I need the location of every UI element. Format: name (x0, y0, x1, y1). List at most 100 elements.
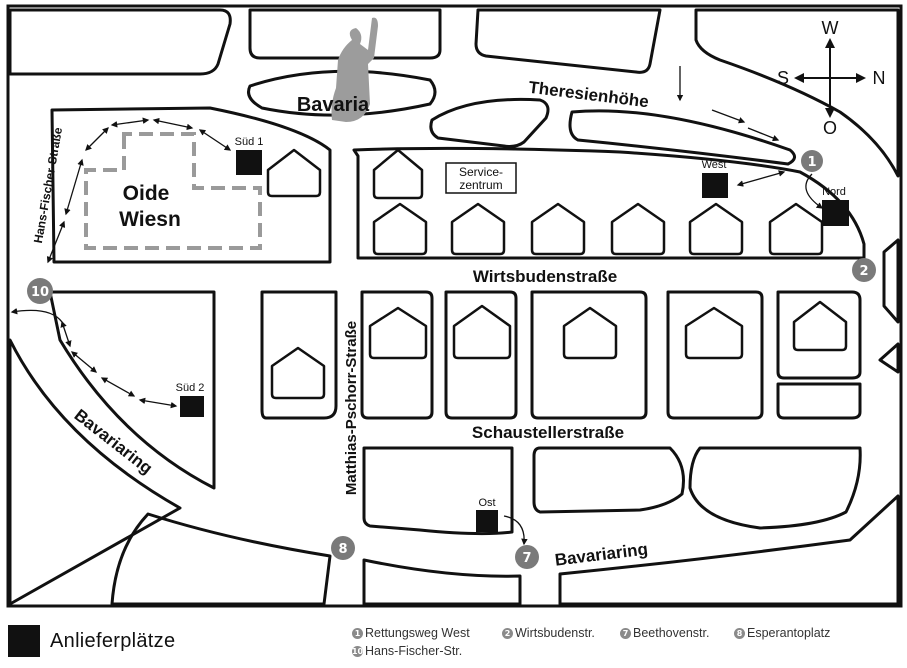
legend-marker-icon: 10 (351, 645, 364, 657)
block-south-mid (362, 558, 522, 606)
tent (270, 346, 326, 400)
street-wirtsbudenstrasse: Wirtsbudenstraße (473, 267, 617, 286)
tents (266, 148, 848, 400)
svg-text:1: 1 (807, 155, 816, 170)
delivery-square-sued2 (180, 396, 204, 417)
oide-wiesn-label-2: Wiesn (119, 208, 181, 231)
tent (368, 306, 428, 360)
route-arrows (46, 117, 786, 409)
block-small-island (429, 97, 550, 148)
delivery-label-west: West (702, 159, 727, 171)
block-sued2 (48, 290, 216, 490)
block-ne (694, 8, 900, 178)
tent (792, 300, 848, 352)
tent (266, 148, 322, 198)
delivery-square-ost (476, 510, 498, 532)
block-north-center (248, 8, 442, 60)
legend-item: 8 Esperantoplatz (734, 626, 830, 640)
svg-text:7: 7 (522, 551, 531, 566)
marker-10: 10 (27, 278, 53, 304)
legend-item-label: Beethovenstr. (633, 626, 710, 640)
block-wirtsbuden-north (352, 146, 866, 260)
arrow-ost-to-7 (503, 515, 528, 546)
bavaria-statue-icon (331, 17, 378, 123)
legend-item: 10 Hans-Fischer-Str. (352, 644, 462, 658)
block-nw (8, 8, 232, 76)
delivery-label-sued2: Süd 2 (176, 382, 205, 394)
service-center-label-1: Service- (459, 165, 503, 179)
access-markers: 1 2 7 8 10 (27, 150, 876, 569)
street-hans-fischer: Hans-Fischer-Straße (31, 126, 65, 244)
oide-wiesn-boundary (84, 132, 262, 250)
delivery-label-nord: Nord (822, 186, 846, 198)
arrow-10-exit (10, 307, 63, 323)
compass-s: S (777, 68, 789, 88)
tent (530, 202, 586, 256)
block-south-3 (688, 446, 862, 530)
marker-7: 7 (515, 545, 539, 569)
block-row-4 (666, 290, 764, 420)
legend-item-label: Esperantoplatz (747, 626, 831, 640)
block-south-w (110, 512, 332, 606)
street-matthias-pschorr: Matthias-Pschorr-Straße (343, 321, 360, 495)
block-row-5 (776, 290, 862, 380)
legend-item: 1 Rettungsweg West (352, 626, 470, 640)
block-ost (362, 446, 514, 536)
legend-item: 2 Wirtsbudenstr. (502, 626, 595, 640)
delivery-label-ost: Ost (478, 497, 495, 509)
arrow-theresien-2 (747, 127, 780, 142)
delivery-square-west (702, 173, 728, 198)
compass-w: W (822, 18, 839, 38)
tent (562, 306, 618, 360)
arrow-1-to-nord (805, 173, 824, 209)
block-row-5b (776, 382, 862, 420)
tent (688, 202, 744, 256)
legend-marker-icon: 7 (620, 627, 631, 639)
arrow-theresien-1 (711, 109, 746, 124)
service-center-box (445, 162, 517, 194)
delivery-zone-legend-swatch (8, 625, 40, 657)
legend-marker-icon: 1 (352, 627, 363, 639)
block-theresien-wedge (568, 109, 796, 166)
block-oide-wiesn (50, 106, 332, 264)
tent (372, 148, 424, 200)
legend-item-label: Wirtsbudenstr. (515, 626, 595, 640)
tent (610, 202, 666, 256)
legend-title: Anlieferplätze (50, 630, 176, 652)
compass-n: N (873, 68, 886, 88)
block-se (558, 494, 900, 606)
block-east-notch (882, 238, 900, 324)
legend-item: 7 Beethovenstr. (620, 626, 709, 640)
compass-o: O (823, 118, 837, 138)
legend-marker-icon: 8 (734, 627, 745, 639)
legend-item-label: Rettungsweg West (365, 626, 470, 640)
block-west-strip (260, 290, 338, 420)
svg-text:2: 2 (859, 264, 868, 279)
marker-1: 1 (801, 150, 823, 172)
service-center-label-2: zentrum (459, 178, 502, 192)
delivery-squares (180, 150, 849, 532)
block-east-notch-2 (878, 342, 900, 374)
svg-text:10: 10 (31, 285, 49, 300)
bavaria-label: Bavaria (297, 94, 370, 116)
map-canvas: Service- zentrum Oide Wiesn Bavaria Ther… (6, 4, 903, 608)
tent (768, 202, 824, 256)
block-sw (8, 338, 182, 606)
oide-wiesn-label-1: Oide (123, 182, 170, 205)
compass-rose: W O S N (777, 18, 886, 138)
delivery-square-sued1 (236, 150, 262, 175)
delivery-square-nord (822, 200, 849, 226)
legend: Anlieferplätze 1 Rettungsweg West 2 Wirt… (0, 612, 907, 668)
marker-8: 8 (331, 536, 355, 560)
legend-item-label: Hans-Fischer-Str. (365, 644, 463, 658)
tent (684, 306, 744, 360)
block-row-2 (444, 290, 518, 420)
block-south-2 (532, 446, 685, 514)
tent (372, 202, 428, 256)
map-frame (6, 4, 903, 608)
city-blocks (8, 8, 900, 606)
block-row-1 (360, 290, 434, 420)
tent (452, 304, 512, 360)
block-north-2 (474, 8, 662, 74)
